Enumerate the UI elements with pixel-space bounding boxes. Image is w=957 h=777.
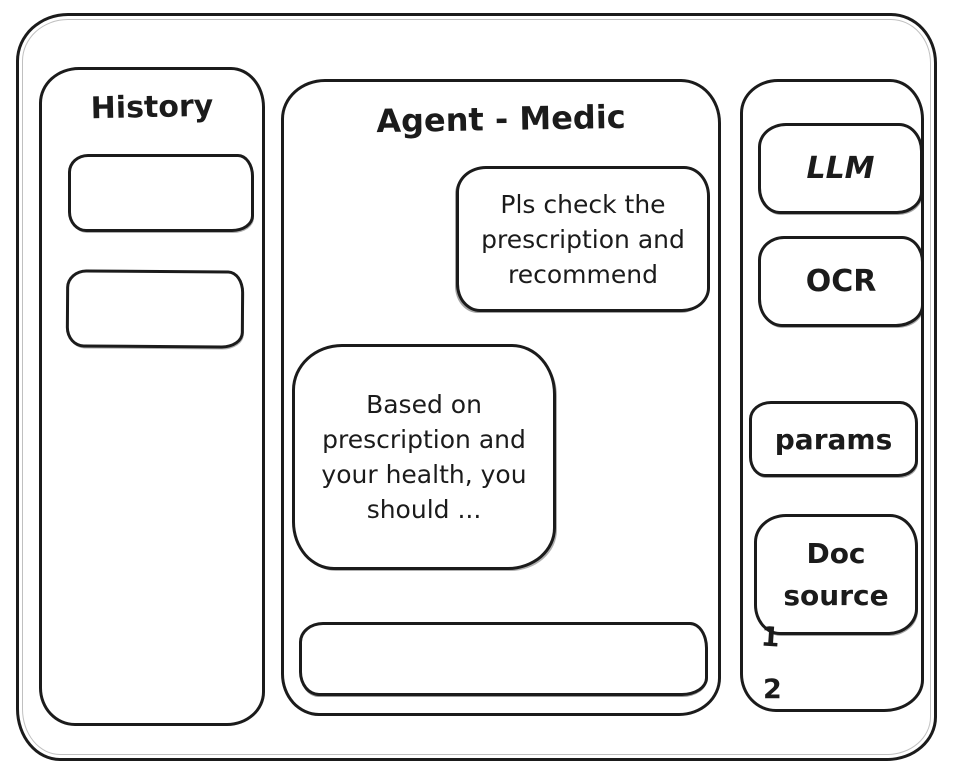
ocr-button[interactable]: OCR bbox=[758, 236, 924, 327]
history-panel-title: History bbox=[90, 88, 214, 127]
ocr-button-label: OCR bbox=[805, 264, 877, 299]
doc-source-button-label: Doc source bbox=[783, 536, 889, 612]
chat-message-user-text: Pls check the prescription and recommend bbox=[481, 189, 685, 289]
doc-source-item-1[interactable]: 1 bbox=[759, 621, 781, 654]
tools-panel: LLM OCR params Doc source 1 2 bbox=[740, 79, 924, 712]
llm-button-label: LLM bbox=[806, 151, 875, 186]
params-button-label: params bbox=[774, 422, 893, 456]
doc-source-button[interactable]: Doc source bbox=[754, 514, 918, 635]
chat-input[interactable] bbox=[299, 622, 708, 696]
chat-message-user: Pls check the prescription and recommend bbox=[456, 166, 710, 312]
history-panel: History bbox=[39, 67, 265, 726]
chat-message-assistant: Based on prescription and your health, y… bbox=[292, 344, 556, 570]
history-item[interactable] bbox=[65, 269, 245, 349]
doc-source-item-2[interactable]: 2 bbox=[763, 674, 782, 705]
llm-button[interactable]: LLM bbox=[758, 123, 923, 214]
chat-panel: Agent - Medic Pls check the prescription… bbox=[281, 79, 721, 716]
params-button[interactable]: params bbox=[749, 401, 918, 477]
app-window: History Agent - Medic Pls check the pres… bbox=[16, 13, 937, 761]
history-item[interactable] bbox=[68, 154, 254, 232]
chat-message-assistant-text: Based on prescription and your health, y… bbox=[321, 390, 527, 524]
chat-title: Agent - Medic bbox=[375, 97, 627, 141]
